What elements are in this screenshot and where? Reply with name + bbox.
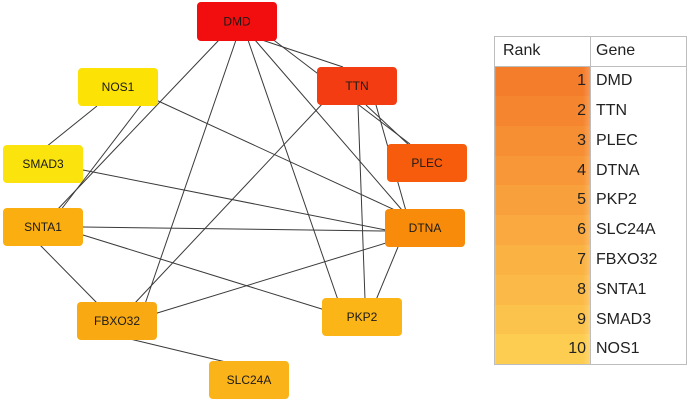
node-label-dmd: DMD [223,15,251,29]
rank-column-header: Rank [494,36,591,67]
edge-dmd-pkp2 [247,39,339,301]
node-label-plec: PLEC [411,156,443,170]
rank-cell: 6 [494,215,591,246]
node-fbxo32: FBXO32 [77,302,157,340]
edge-nos1-fbxo32 [59,103,143,212]
node-dmd: DMD [197,2,277,41]
node-label-smad3: SMAD3 [22,157,64,171]
rank-cell: 9 [494,304,591,335]
node-label-slc24a: SLC24A [227,373,272,387]
edge-ttn-plec [365,104,411,147]
gene-cell: PLEC [590,125,687,156]
node-box-smad3 [3,145,83,183]
network-edges [39,37,411,364]
node-box-fbxo32 [77,302,157,340]
node-box-snta1 [3,208,83,246]
gene-cell: DTNA [590,155,687,186]
gene-column-header: Gene [590,36,687,67]
node-label-fbxo32: FBXO32 [94,314,140,328]
node-label-pkp2: PKP2 [347,310,378,324]
gene-cell: DMD [590,66,687,97]
gene-cell: SLC24A [590,215,687,246]
node-pkp2: PKP2 [322,298,402,336]
gene-cell: SMAD3 [590,304,687,335]
edge-dtna-fbxo32 [153,242,387,315]
gene-cell: TTN [590,96,687,126]
edge-dmd-fbxo32 [144,39,237,305]
rank-cell: 3 [494,125,591,156]
edge-snta1-dtna [82,226,387,232]
gene-cell: SNTA1 [590,274,687,305]
node-box-plec [387,144,467,182]
edge-smad3-dtna [82,169,387,231]
node-smad3: SMAD3 [3,145,83,183]
node-label-snta1: SNTA1 [24,220,62,234]
rank-cell: 5 [494,185,591,216]
rank-cell: 2 [494,96,591,126]
edge-nos1-smad3 [45,105,98,148]
edge-dmd-dtna [254,39,403,211]
gene-cell: NOS1 [590,334,687,365]
gene-cell: FBXO32 [590,245,687,275]
node-nos1: NOS1 [78,68,158,106]
node-label-ttn: TTN [345,79,368,93]
table-header-row: Rank Gene [494,36,687,67]
node-ttn: TTN [317,67,397,105]
node-slc24a: SLC24A [209,361,289,399]
node-box-nos1 [78,68,158,106]
edge-dmd-snta1 [56,39,220,211]
edge-dtna-pkp2 [375,246,399,301]
gene-cell: PKP2 [590,185,687,216]
edge-snta1-fbxo32 [39,244,99,305]
node-box-slc24a [209,361,289,399]
edge-nos1-dtna [155,99,398,212]
node-label-dtna: DTNA [409,221,442,235]
node-box-dtna [385,209,465,247]
rank-cell: 10 [494,334,591,365]
edge-dmd-ttn [261,39,344,68]
rank-cell: 8 [494,274,591,305]
rank-cell: 7 [494,245,591,275]
node-plec: PLEC [387,144,467,182]
node-box-ttn [317,67,397,105]
node-snta1: SNTA1 [3,208,83,246]
rank-cell: 1 [494,66,591,97]
edge-ttn-fbxo32 [133,101,325,305]
edge-ttn-pkp2 [357,104,366,300]
node-box-dmd [197,2,277,41]
edge-fbxo32-slc24a [129,338,231,364]
node-label-nos1: NOS1 [102,80,135,94]
node-box-pkp2 [322,298,402,336]
edge-snta1-pkp2 [82,234,326,311]
node-dtna: DTNA [385,209,465,247]
rank-cell: 4 [494,155,591,186]
